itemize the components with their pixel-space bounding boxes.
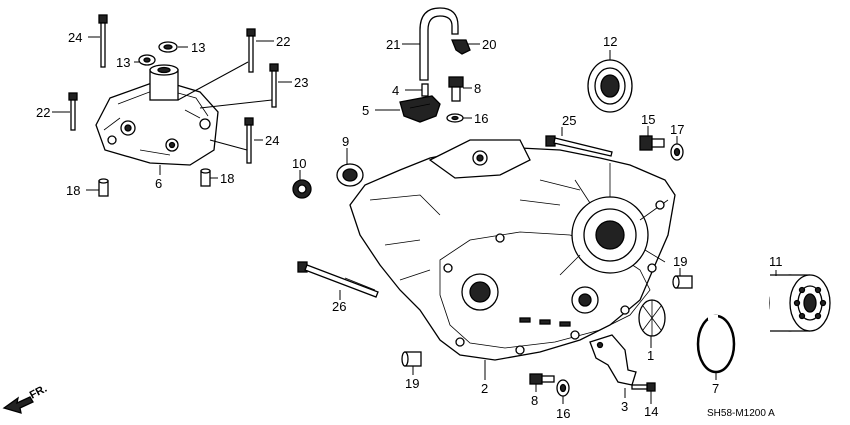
label-26: 26 <box>332 299 346 314</box>
label-25: 25 <box>562 113 576 128</box>
bolt-14 <box>631 382 656 392</box>
bolt-22-right <box>246 28 256 73</box>
bolt-22-left <box>68 92 78 131</box>
label-16-top: 16 <box>474 111 488 126</box>
part-labels: 24 13 13 22 23 22 24 6 18 18 21 20 4 5 8… <box>36 30 783 421</box>
label-7: 7 <box>712 381 719 396</box>
dowel-19-right <box>672 275 693 289</box>
plug-8-bottom <box>529 373 555 385</box>
label-18-right: 18 <box>220 171 234 186</box>
label-3: 3 <box>621 399 628 414</box>
label-19-right: 19 <box>673 254 687 269</box>
label-22-right: 22 <box>276 34 290 49</box>
label-20: 20 <box>482 37 496 52</box>
label-6: 6 <box>155 176 162 191</box>
bracket-5 <box>399 95 441 123</box>
bolt-23 <box>269 63 279 108</box>
bolt-26 <box>297 261 379 298</box>
label-2: 2 <box>481 381 488 396</box>
front-direction-arrow: FR. <box>2 383 49 414</box>
label-15: 15 <box>641 112 655 127</box>
plug-15 <box>639 135 665 151</box>
transmission-housing-2 <box>349 139 676 361</box>
washer-17 <box>670 143 684 161</box>
label-24-top: 24 <box>68 30 82 45</box>
label-1: 1 <box>647 348 654 363</box>
clip-20 <box>451 39 471 55</box>
bracket-3 <box>589 334 637 386</box>
label-16-bottom: 16 <box>556 406 570 421</box>
label-8-bottom: 8 <box>531 393 538 408</box>
label-22-left: 22 <box>36 105 50 120</box>
label-4: 4 <box>392 83 399 98</box>
washer-16-top <box>446 113 464 123</box>
label-23: 23 <box>294 75 308 90</box>
label-9: 9 <box>342 134 349 149</box>
bearing-11 <box>769 274 831 332</box>
bolt-25 <box>545 135 613 157</box>
label-17: 17 <box>670 122 684 137</box>
dowel-18-left <box>98 178 109 197</box>
label-10: 10 <box>292 156 306 171</box>
dowel-18-right <box>200 168 211 187</box>
nut-13-left <box>138 54 156 66</box>
label-11: 11 <box>769 254 783 269</box>
label-18-left: 18 <box>66 183 80 198</box>
nut-13-top <box>158 41 178 53</box>
label-8-top: 8 <box>474 81 481 96</box>
shift-housing-6 <box>95 64 219 166</box>
seal-9 <box>336 163 364 187</box>
diagram-code: SH58-M1200 A <box>707 408 775 419</box>
label-12: 12 <box>603 34 617 49</box>
direction-label: FR. <box>28 383 49 402</box>
washer-16-bottom <box>556 379 570 397</box>
bolt-24-top <box>98 14 108 68</box>
breather-group <box>399 7 471 123</box>
label-21: 21 <box>386 37 400 52</box>
label-19-left: 19 <box>405 376 419 391</box>
label-14: 14 <box>644 404 658 419</box>
breather-4 <box>421 83 429 97</box>
cap-10 <box>292 179 312 199</box>
label-24-right: 24 <box>265 133 279 148</box>
label-5: 5 <box>362 103 369 118</box>
breather-hose-21 <box>419 7 459 81</box>
oil-seal-12 <box>587 59 633 113</box>
snap-ring-7 <box>696 314 736 374</box>
plug-8-top <box>448 76 464 102</box>
bolt-24-right <box>244 117 254 164</box>
leader-lines <box>52 36 777 404</box>
label-13-left: 13 <box>116 55 130 70</box>
shift-assembly-group <box>68 14 279 197</box>
cap-1 <box>638 299 666 337</box>
dowel-19-left <box>401 351 422 367</box>
label-13-top: 13 <box>191 40 205 55</box>
